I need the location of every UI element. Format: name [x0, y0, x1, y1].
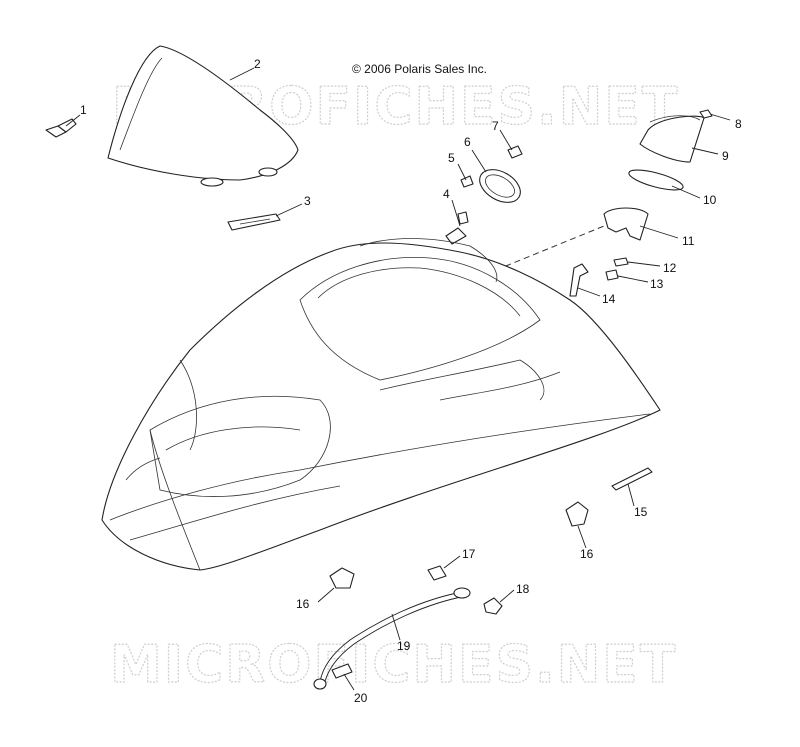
hex-nut-part	[483, 597, 503, 615]
leader-lines	[65, 67, 731, 691]
gauge-housing-part	[639, 115, 705, 163]
strip-part	[227, 213, 281, 231]
lens-part	[628, 169, 684, 191]
small-bolt-part	[331, 663, 353, 679]
connector-top-part	[457, 211, 469, 225]
callout-12: 12	[663, 261, 677, 275]
connector-part	[445, 227, 467, 245]
tether-cable-part	[313, 587, 471, 690]
latch-part-right	[565, 501, 589, 527]
nut-part	[605, 269, 619, 281]
ring-bezel-part	[479, 169, 521, 203]
callout-17: 17	[462, 547, 476, 561]
pin-part	[507, 145, 523, 159]
callout-13: 13	[650, 277, 664, 291]
hood-part	[101, 238, 661, 571]
callout-5: 5	[448, 151, 455, 165]
latch-part-left	[329, 567, 355, 589]
watermark-bottom: MICROFICHES.NET	[110, 635, 677, 695]
callout-16-right: 16	[580, 547, 594, 561]
bolt-part	[427, 565, 447, 581]
small-screw-part	[699, 109, 713, 119]
copyright-text: © 2006 Polaris Sales Inc.	[352, 62, 487, 76]
callout-8: 8	[735, 117, 742, 131]
callout-10: 10	[703, 193, 717, 207]
callout-19: 19	[397, 639, 411, 653]
callout-9: 9	[722, 149, 729, 163]
bulb-socket-part	[569, 263, 589, 297]
callout-1: 1	[80, 103, 87, 117]
callout-7: 7	[492, 119, 499, 133]
callout-14: 14	[602, 292, 616, 306]
callout-6: 6	[464, 135, 471, 149]
callout-20: 20	[354, 691, 368, 705]
callout-15: 15	[634, 505, 648, 519]
callout-11: 11	[682, 234, 695, 248]
callout-3: 3	[304, 194, 311, 208]
bracket-part	[603, 207, 649, 241]
rod-part	[611, 467, 653, 491]
guide-line	[495, 225, 605, 271]
small-clip-part	[460, 175, 474, 188]
callout-4: 4	[443, 187, 450, 201]
windshield-part	[107, 45, 299, 187]
spring-part	[613, 257, 629, 267]
callout-16-left: 16	[296, 597, 310, 611]
callout-18: 18	[516, 582, 530, 596]
callout-2: 2	[254, 57, 261, 71]
